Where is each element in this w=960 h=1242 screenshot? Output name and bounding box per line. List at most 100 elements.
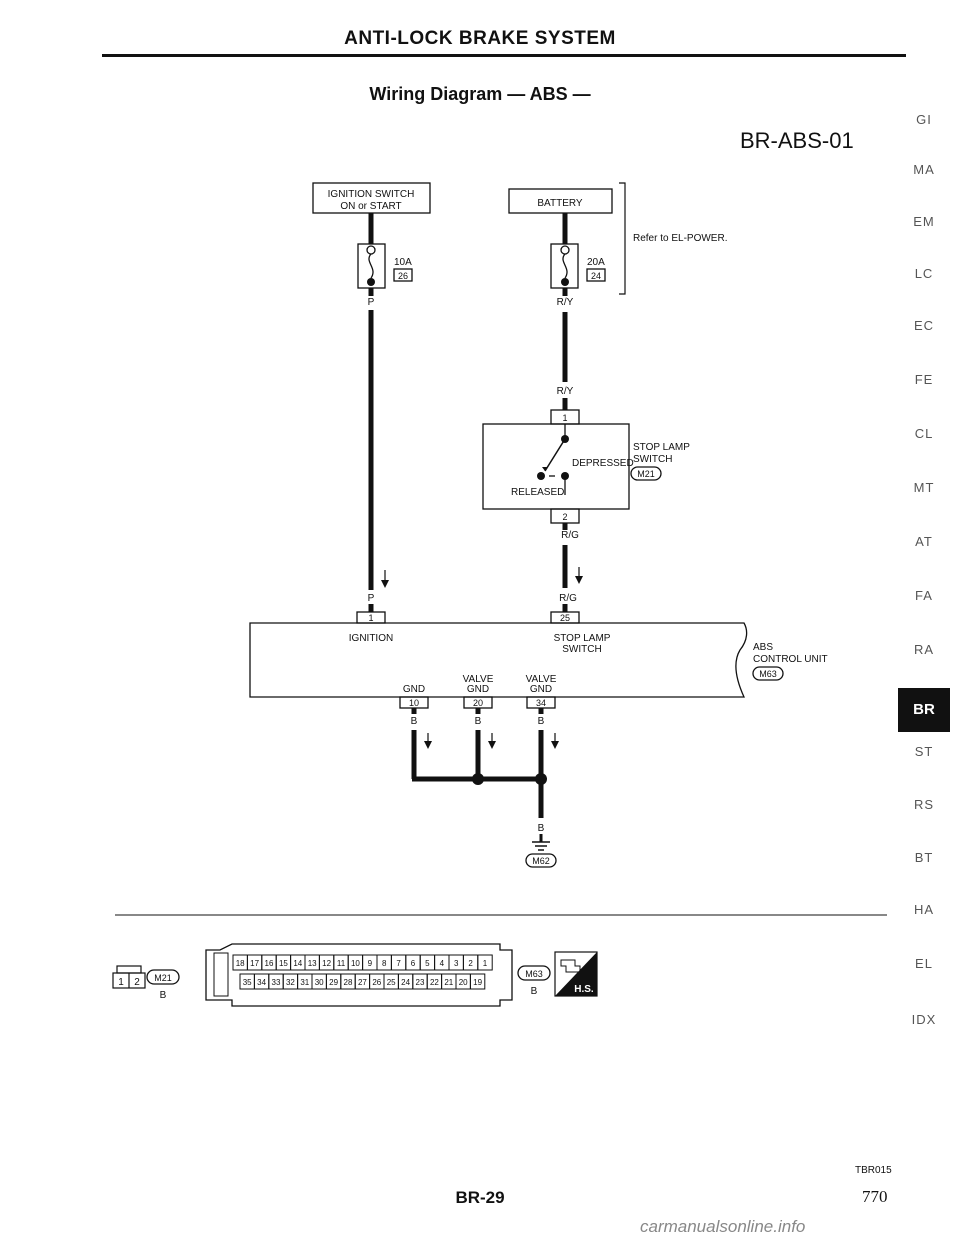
m63-pin-label: 3 <box>454 959 459 968</box>
page-number: 770 <box>862 1187 888 1206</box>
wire-color-ry-bottom: R/Y <box>557 386 574 397</box>
switch-pin-in: 1 <box>562 413 567 423</box>
m63-pin-label: 4 <box>440 959 445 968</box>
wire-color-rg-top: R/G <box>561 530 579 541</box>
page-label: BR-29 <box>455 1188 505 1207</box>
diagram-code: BR-ABS-01 <box>740 128 854 153</box>
m63-pin-label: 2 <box>468 959 473 968</box>
wire-color-p-bottom: P <box>368 593 375 604</box>
fuse-10a-number: 26 <box>398 271 408 281</box>
stop-lamp-switch-label-2: SWITCH <box>633 454 672 465</box>
title-rule <box>102 54 906 57</box>
m63-pin-label: 19 <box>473 978 482 987</box>
sidebar-item-fa[interactable]: FA <box>915 588 933 603</box>
m63-pin-label: 11 <box>337 959 346 968</box>
sidebar-item-bt[interactable]: BT <box>914 850 934 865</box>
m63-pin-label: 30 <box>315 978 324 987</box>
m63-pin-label: 33 <box>272 978 281 987</box>
m63-pin-label: 28 <box>344 978 353 987</box>
m63-pin-label: 15 <box>279 959 288 968</box>
wire-color-ry-top: R/Y <box>557 297 574 308</box>
cu-valve-label-a-2: GND <box>467 684 489 695</box>
sidebar-item-el[interactable]: EL <box>915 956 933 971</box>
m63-connector-name: M63 <box>525 969 543 979</box>
m63-pin-label: 27 <box>358 978 367 987</box>
sidebar-item-idx[interactable]: IDX <box>911 1012 937 1027</box>
flow-arrow-icon <box>488 741 496 749</box>
sidebar-item-ra[interactable]: RA <box>913 642 935 657</box>
m63-pin-label: 14 <box>293 959 302 968</box>
m63-pin-label: 32 <box>286 978 295 987</box>
cu-valve-label-a: VALVE <box>463 674 494 685</box>
figure-code: TBR015 <box>855 1165 892 1176</box>
m63-pin-label: 5 <box>425 959 430 968</box>
m21-pin-1: 1 <box>118 977 124 988</box>
diagram-subtitle: Wiring Diagram — ABS — <box>369 84 591 104</box>
battery-box <box>508 188 613 214</box>
m63-wire-color: B <box>531 986 538 997</box>
abs-control-unit-box <box>249 622 748 698</box>
m63-pin-label: 34 <box>257 978 266 987</box>
battery-label: BATTERY <box>537 198 583 209</box>
watermark-text: carmanualsonline.info <box>640 1217 806 1236</box>
sidebar-item-cl[interactable]: CL <box>914 426 934 441</box>
refer-note: Refer to EL-POWER. <box>633 233 727 244</box>
m63-pin-label: 10 <box>351 959 360 968</box>
sidebar-item-st[interactable]: ST <box>914 744 934 759</box>
splice-point <box>472 773 484 785</box>
cu-stop-lamp-label: STOP LAMP <box>554 633 611 644</box>
splice-point <box>535 773 547 785</box>
fuse-20a-number: 24 <box>591 271 601 281</box>
m63-pin-label: 9 <box>368 959 373 968</box>
sidebar-item-ma[interactable]: MA <box>913 162 935 177</box>
fuse-10a-rating: 10A <box>394 257 412 268</box>
m63-pin-label: 21 <box>444 978 453 987</box>
cu-valve-label-b: VALVE <box>526 674 557 685</box>
wire-color-p-top: P <box>368 297 375 308</box>
pin-valve-a: 20 <box>473 698 483 708</box>
m63-pin-label: 1 <box>483 959 488 968</box>
m63-pin-label: 20 <box>459 978 468 987</box>
m63-pin-label: 26 <box>372 978 381 987</box>
m63-pin-label: 35 <box>243 978 252 987</box>
ground-icon <box>532 834 550 851</box>
switch-pin-out: 2 <box>562 512 567 522</box>
m63-pin-label: 31 <box>300 978 309 987</box>
connector-m21-view: 1 2 M21 B <box>112 965 180 1001</box>
sidebar-item-gi[interactable]: GI <box>916 112 932 127</box>
sidebar-item-mt[interactable]: MT <box>913 480 935 495</box>
sidebar-item-lc[interactable]: LC <box>914 266 934 281</box>
flow-arrow-icon <box>551 741 559 749</box>
switch-depressed-label: DEPRESSED <box>572 458 634 469</box>
m63-pin-label: 13 <box>308 959 317 968</box>
stop-lamp-switch-connector: M21 <box>637 469 655 479</box>
m63-pin-cell <box>477 954 493 971</box>
pin-stop-lamp: 25 <box>560 613 570 623</box>
ground-connector: M62 <box>532 856 550 866</box>
harness-badge-icon: H.S. <box>554 951 598 997</box>
cu-valve-label-b-2: GND <box>530 684 552 695</box>
sidebar-item-ec[interactable]: EC <box>913 318 935 333</box>
m63-pin-label: 24 <box>401 978 410 987</box>
flow-arrow-icon <box>381 580 389 588</box>
sidebar-item-br[interactable]: BR <box>898 688 950 732</box>
m63-pin-label: 8 <box>382 959 387 968</box>
sidebar-item-rs[interactable]: RS <box>913 797 935 812</box>
m63-pin-label: 6 <box>411 959 416 968</box>
m63-pin-label: 12 <box>322 959 331 968</box>
sidebar-item-ha[interactable]: HA <box>913 902 935 917</box>
sidebar-item-fe[interactable]: FE <box>914 372 934 387</box>
wire-color-b-3: B <box>538 716 545 727</box>
m63-pin-label: 23 <box>416 978 425 987</box>
sidebar-item-at[interactable]: AT <box>915 534 933 549</box>
abs-cu-label-2: CONTROL UNIT <box>753 654 828 665</box>
sidebar-item-em[interactable]: EM <box>913 214 935 229</box>
m21-wire-color: B <box>160 990 167 1001</box>
flow-arrow-icon <box>575 576 583 584</box>
m63-pin-label: 29 <box>329 978 338 987</box>
wire-color-b-ground: B <box>538 823 545 834</box>
m63-pin-label: 22 <box>430 978 439 987</box>
